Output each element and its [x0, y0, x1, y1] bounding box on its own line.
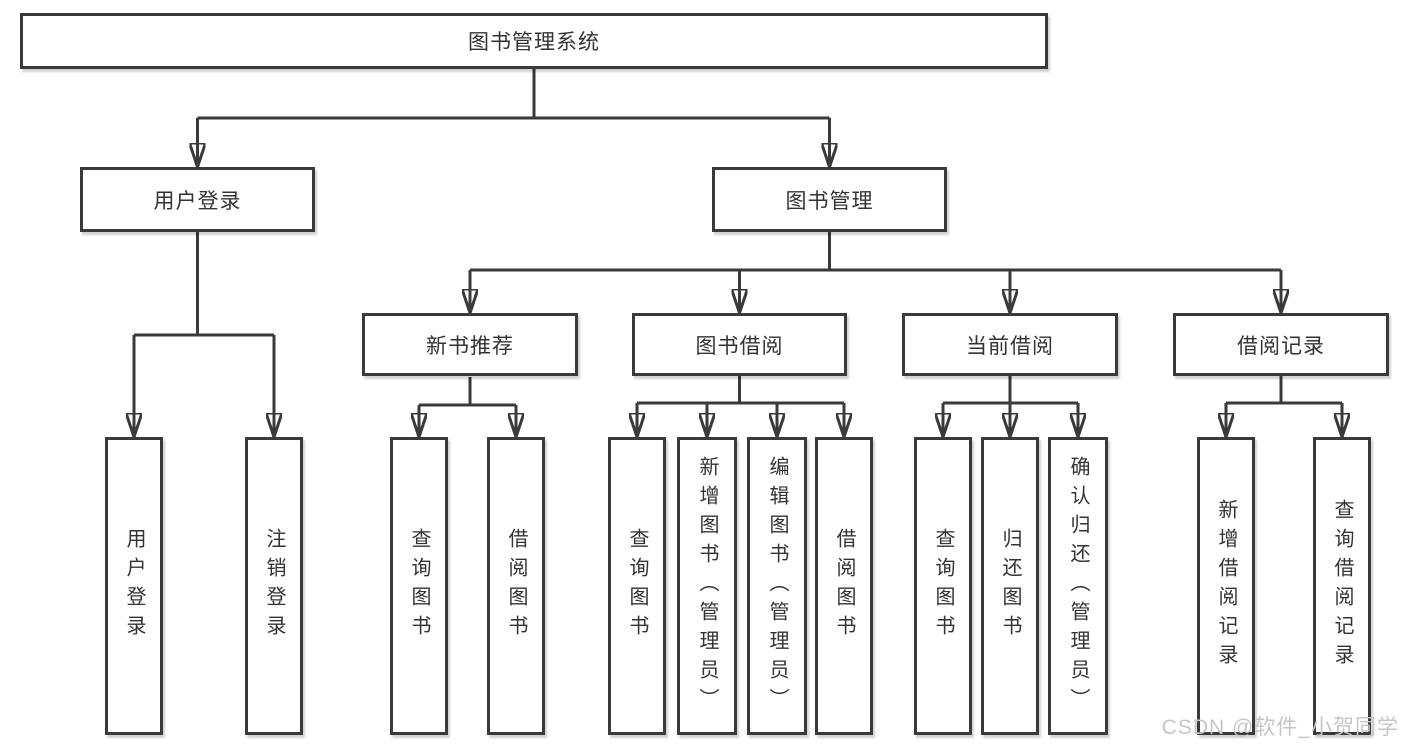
leaf-newbooks-borrow-books-label: 借阅图书 — [505, 528, 527, 644]
leaf-borrow-borrow-books: 借阅图书 — [815, 437, 873, 735]
leaf-records-add-record-label: 新增借阅记录 — [1215, 499, 1237, 673]
borrow-records-children-connector — [1226, 376, 1342, 436]
node-new-books-label: 新书推荐 — [426, 334, 514, 358]
book-borrow-children-connector — [637, 376, 844, 436]
node-book-mgmt-label: 图书管理 — [785, 189, 874, 213]
leaf-logout: 注销登录 — [245, 437, 303, 735]
new-books-children-connector — [419, 377, 516, 436]
leaf-current-confirm-return-admin: 确认归还（管理员） — [1048, 437, 1108, 735]
leaf-borrow-query-books-label: 查询图书 — [626, 528, 648, 644]
leaf-records-query-record-label: 查询借阅记录 — [1331, 499, 1353, 673]
leaf-records-query-record: 查询借阅记录 — [1313, 437, 1371, 735]
leaf-borrow-borrow-books-label: 借阅图书 — [833, 528, 855, 644]
leaf-newbooks-query-books: 查询图书 — [390, 437, 448, 735]
leaf-records-add-record: 新增借阅记录 — [1197, 437, 1255, 735]
node-root-label: 图书管理系统 — [468, 31, 600, 54]
leaf-current-query-books-label: 查询图书 — [932, 528, 954, 644]
leaf-borrow-edit-books-admin-label: 编辑图书（管理员） — [766, 455, 788, 717]
node-borrow-records-label: 借阅记录 — [1237, 334, 1325, 358]
leaf-current-return-books-label: 归还图书 — [999, 528, 1021, 644]
leaf-borrow-add-books-admin: 新增图书（管理员） — [677, 437, 737, 735]
node-current-borrow: 当前借阅 — [902, 313, 1118, 376]
leaf-borrow-add-books-admin-label: 新增图书（管理员） — [696, 455, 718, 717]
current-borrow-children-connector — [943, 376, 1078, 436]
node-book-mgmt: 图书管理 — [712, 167, 947, 232]
root-to-level2-connector — [198, 69, 830, 166]
leaf-current-query-books: 查询图书 — [914, 437, 972, 735]
leaf-newbooks-query-books-label: 查询图书 — [408, 528, 430, 644]
node-new-books: 新书推荐 — [362, 313, 578, 376]
leaf-newbooks-borrow-books: 借阅图书 — [487, 437, 545, 735]
node-borrow-records: 借阅记录 — [1173, 313, 1389, 376]
leaf-borrow-edit-books-admin: 编辑图书（管理员） — [747, 437, 807, 735]
node-current-borrow-label: 当前借阅 — [966, 334, 1054, 358]
node-book-borrow-label: 图书借阅 — [695, 334, 784, 358]
user-login-children-connector — [134, 232, 274, 436]
node-user-login-label: 用户登录 — [153, 189, 242, 213]
leaf-user-login: 用户登录 — [105, 437, 163, 735]
leaf-logout-label: 注销登录 — [263, 528, 285, 644]
node-book-borrow: 图书借阅 — [632, 313, 847, 376]
book-mgmt-children-connector — [470, 232, 1281, 312]
node-root: 图书管理系统 — [20, 13, 1048, 69]
node-user-login: 用户登录 — [80, 167, 315, 232]
leaf-borrow-query-books: 查询图书 — [608, 437, 666, 735]
leaf-user-login-label: 用户登录 — [123, 528, 145, 644]
leaf-current-return-books: 归还图书 — [981, 437, 1039, 735]
csdn-watermark: CSDN @软件_小贺同学 — [1161, 716, 1399, 739]
leaf-current-confirm-return-admin-label: 确认归还（管理员） — [1067, 455, 1089, 717]
